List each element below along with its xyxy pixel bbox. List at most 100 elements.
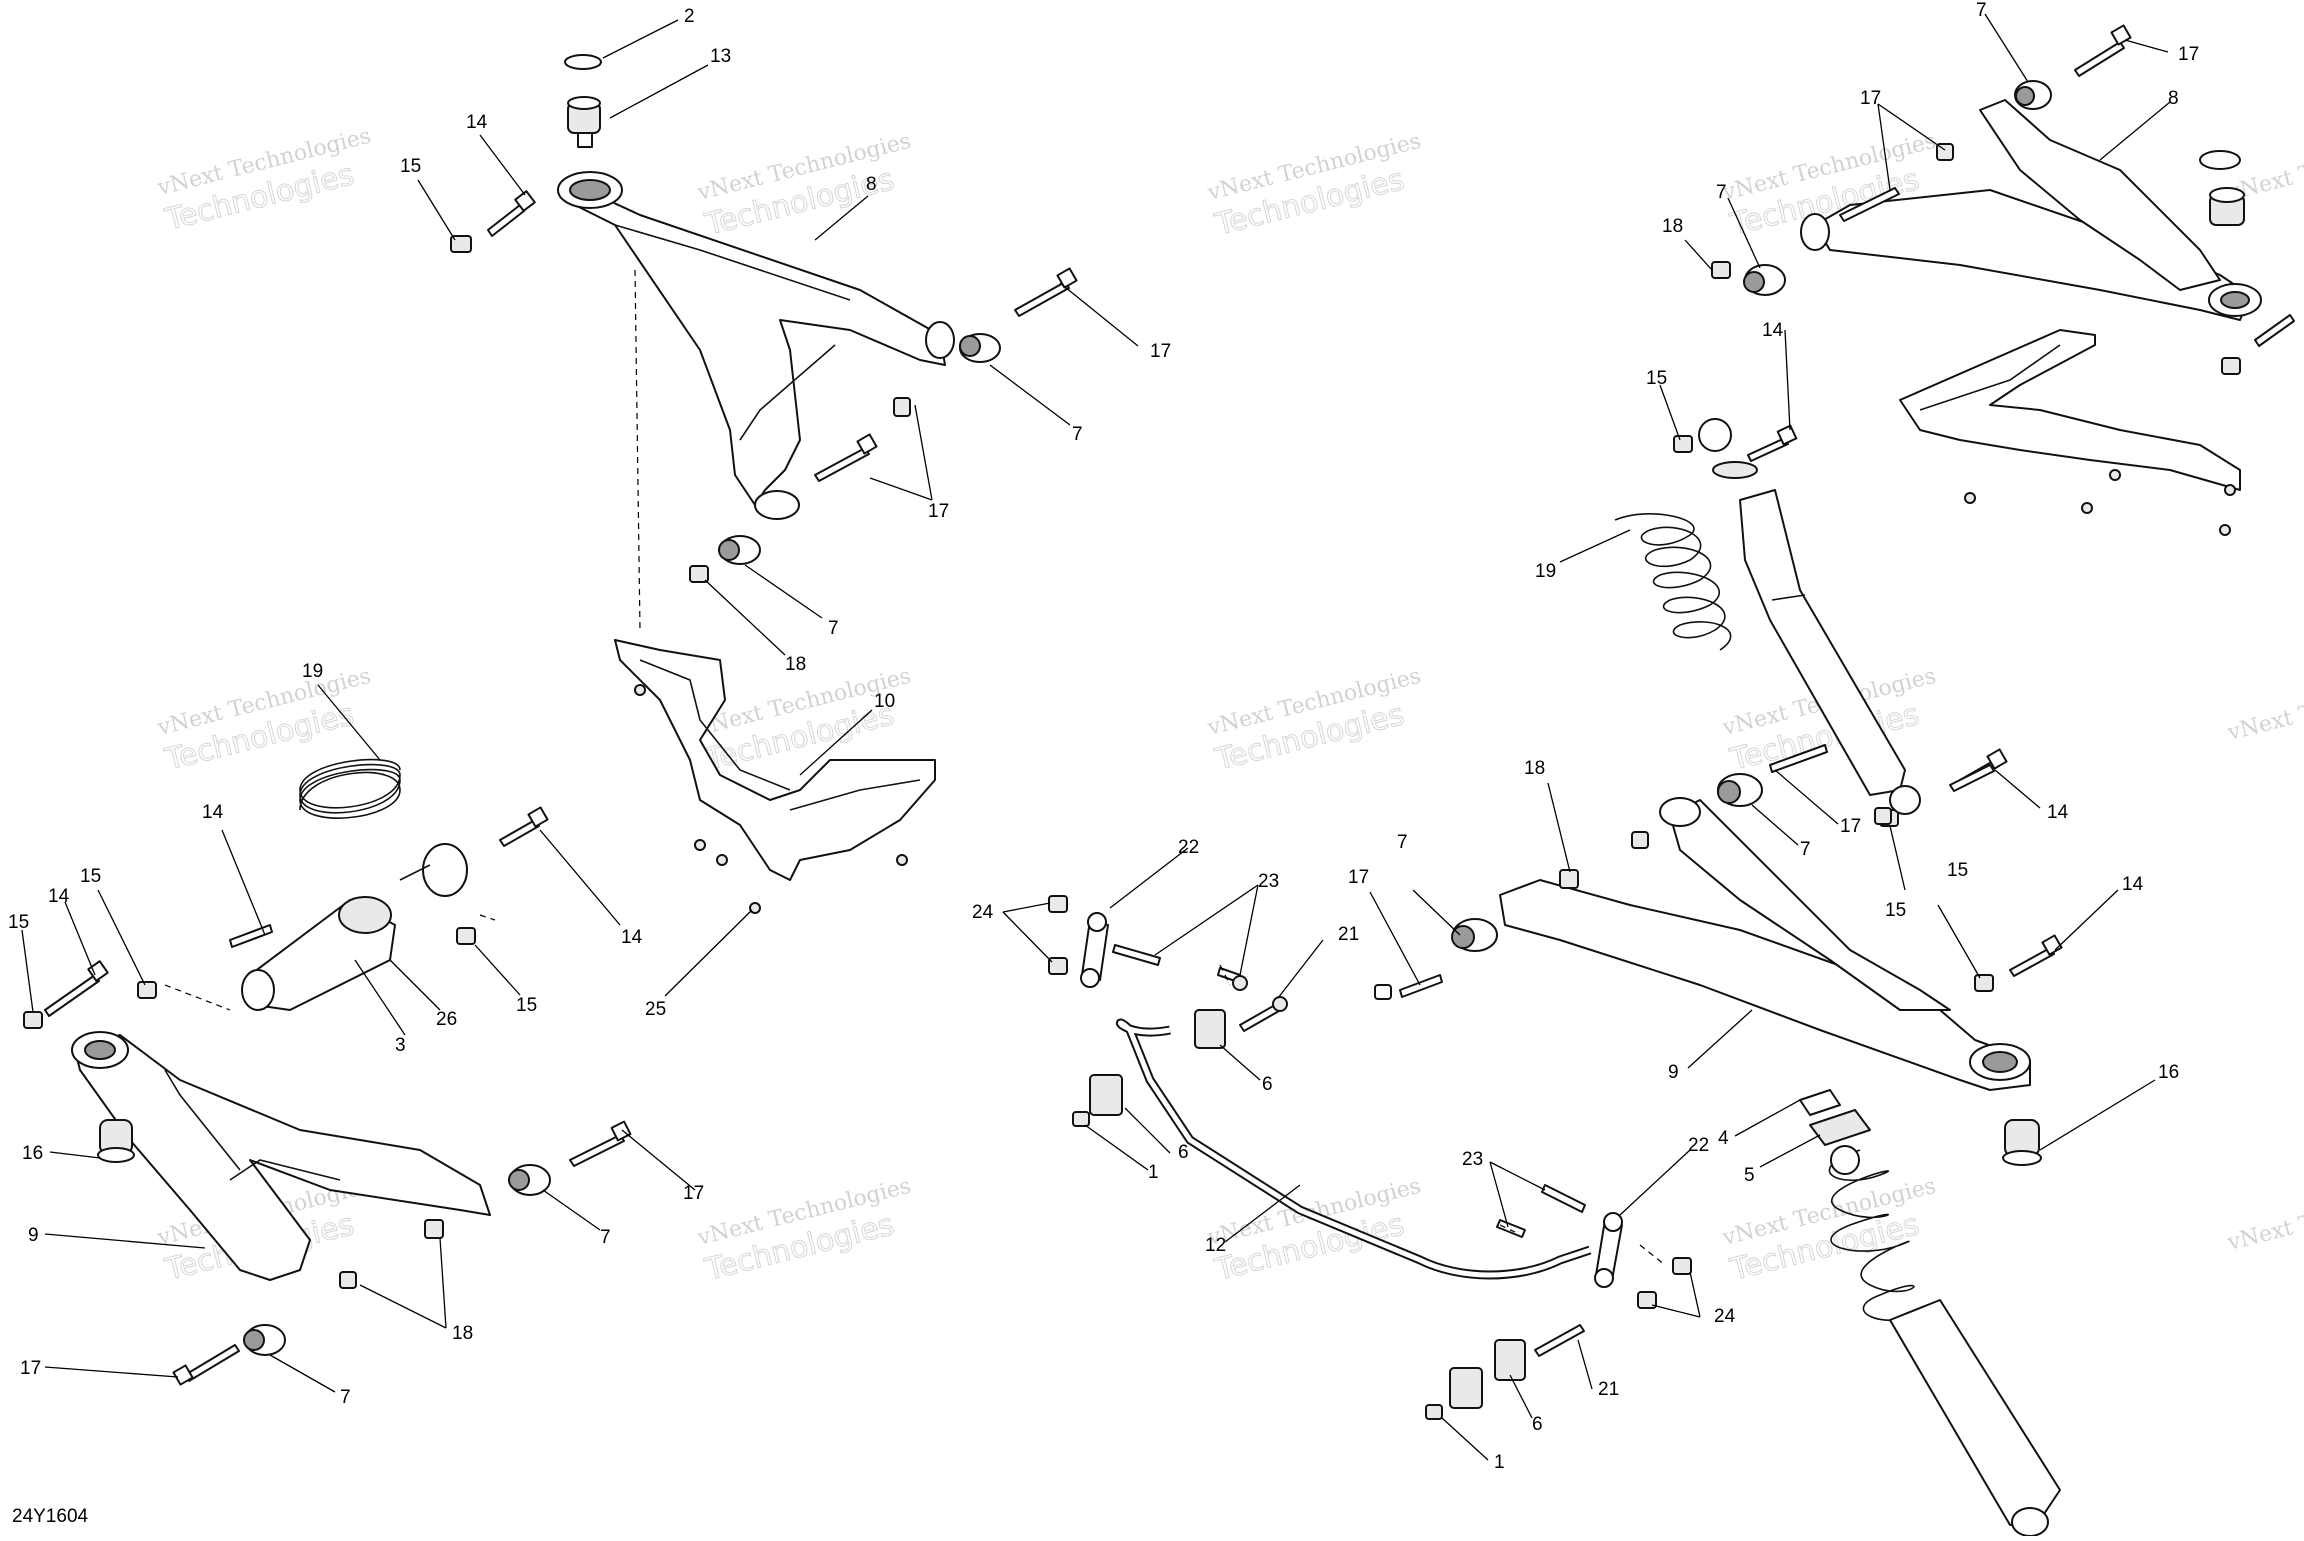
callout: 16 [22, 1143, 43, 1164]
callout: 6 [1178, 1142, 1189, 1163]
callout: 10 [874, 691, 895, 712]
bolt-14a [487, 190, 536, 237]
callout: 23 [1258, 871, 1279, 892]
callout: 15 [400, 156, 421, 177]
callout: 7 [1800, 839, 1811, 860]
callout: 8 [2168, 88, 2179, 109]
clip-right [2199, 150, 2241, 170]
callout: 8 [866, 174, 877, 195]
callout: 17 [683, 1183, 704, 1204]
callout: 2 [684, 6, 695, 27]
callout: 22 [1688, 1135, 1709, 1156]
bolt-14g [1747, 424, 1798, 462]
bolt-21a [1239, 996, 1288, 1032]
callout: 19 [302, 661, 323, 682]
nut-18c [1559, 869, 1579, 889]
nut-18b [424, 1219, 444, 1239]
callout: 19 [1535, 561, 1556, 582]
callout: 9 [28, 1225, 39, 1246]
callout: 18 [1524, 758, 1545, 779]
bushing-6d [1449, 1367, 1483, 1409]
bolt-14b [229, 924, 273, 948]
nut-15c [137, 981, 157, 999]
nut-15g [1673, 435, 1693, 453]
nut-24a-bot [1048, 957, 1068, 975]
parts [23, 24, 2295, 1537]
watermark: vNext Technologies Technologies [1204, 129, 1423, 244]
callout: 15 [1646, 368, 1667, 389]
bolt-17f [1769, 744, 1828, 773]
callout: 15 [8, 912, 29, 933]
bolt-right-edge [2254, 314, 2295, 347]
bolt-17a [1014, 267, 1078, 317]
callout: 14 [202, 802, 224, 823]
watermark: vNext Technologies Technologies [694, 129, 913, 244]
leader-lines [21, 13, 2171, 1461]
callout: 9 [1668, 1062, 1679, 1083]
nut-15-lowshock [1874, 807, 1892, 825]
bushing-7g [2014, 80, 2052, 110]
svg-text:vNext Technologies: vNext Technologies [2224, 1179, 2304, 1256]
spring-19a [299, 758, 401, 819]
watermark: vNext Technologies [2224, 1179, 2304, 1256]
bolt-23a2 [1217, 967, 1248, 991]
callout: 7 [600, 1227, 611, 1248]
sway-bar-12 [1116, 1018, 1592, 1280]
callout: 14 [621, 927, 643, 948]
callout: 13 [710, 46, 731, 67]
callout: 6 [1532, 1414, 1543, 1435]
bushing-7c [508, 1164, 551, 1196]
bolt-23b2 [1496, 1219, 1526, 1238]
callout: 18 [1662, 216, 1683, 237]
nut-18a [689, 565, 709, 583]
upper-a-arm-right [1800, 99, 2262, 321]
nut-right-edge [2221, 357, 2241, 375]
callout: 18 [452, 1323, 473, 1344]
callout: 6 [1262, 1074, 1273, 1095]
bushing-7f [1717, 773, 1763, 807]
sway-bar-link-22a [1080, 912, 1109, 988]
callout: 15 [1947, 860, 1968, 881]
callout: 24 [1714, 1306, 1736, 1327]
bolt-23b [1541, 1184, 1586, 1213]
callout: 15 [80, 866, 101, 887]
guard-10 [614, 639, 936, 914]
nut-15a [450, 235, 472, 253]
bolt-17g [2074, 24, 2132, 77]
callout: 17 [1840, 816, 1861, 837]
callout: 15 [1885, 900, 1906, 921]
callout: 16 [2158, 1062, 2179, 1083]
callout: 1 [1148, 1162, 1159, 1183]
callout: 14 [1762, 320, 1784, 341]
callout: 7 [1072, 424, 1083, 445]
bolt-17b [814, 433, 878, 482]
watermark: vNext Technologies Technologies [694, 1174, 913, 1289]
ball-joint-right [2209, 187, 2245, 226]
bushing-6c [1494, 1339, 1526, 1381]
shock-3 [241, 843, 468, 1011]
callout: 14 [48, 886, 70, 907]
bolt-14-lowshock [1949, 764, 1995, 792]
callout: 7 [1976, 0, 1987, 21]
callout: 17 [2178, 44, 2199, 65]
sway-bar-link-22b [1594, 1212, 1623, 1288]
nut-18d [1711, 261, 1731, 279]
watermarks: vNext Technologies Technologies vNext Te… [154, 124, 2304, 1289]
callout-numbers: 2 13 14 15 8 17 7 17 7 18 10 25 19 14 14… [8, 0, 2199, 1473]
callout: 4 [1718, 1128, 1729, 1149]
callout: 17 [1860, 88, 1881, 109]
callout: 14 [2047, 802, 2069, 823]
bolt-17e [1374, 974, 1443, 1000]
alignment-lines [164, 269, 1666, 1266]
upper-a-arm-left [557, 171, 955, 520]
coilover-shock [1799, 1089, 2061, 1537]
nut-18b2 [339, 1271, 357, 1289]
bolt-17c [569, 1120, 632, 1167]
callout: 17 [928, 501, 949, 522]
bolt-23a [1112, 944, 1161, 966]
watermark: vNext Technologies [2224, 669, 2304, 746]
callout: 22 [1178, 837, 1199, 858]
lower-a-arm-left [71, 1031, 491, 1281]
callout: 23 [1462, 1149, 1483, 1170]
